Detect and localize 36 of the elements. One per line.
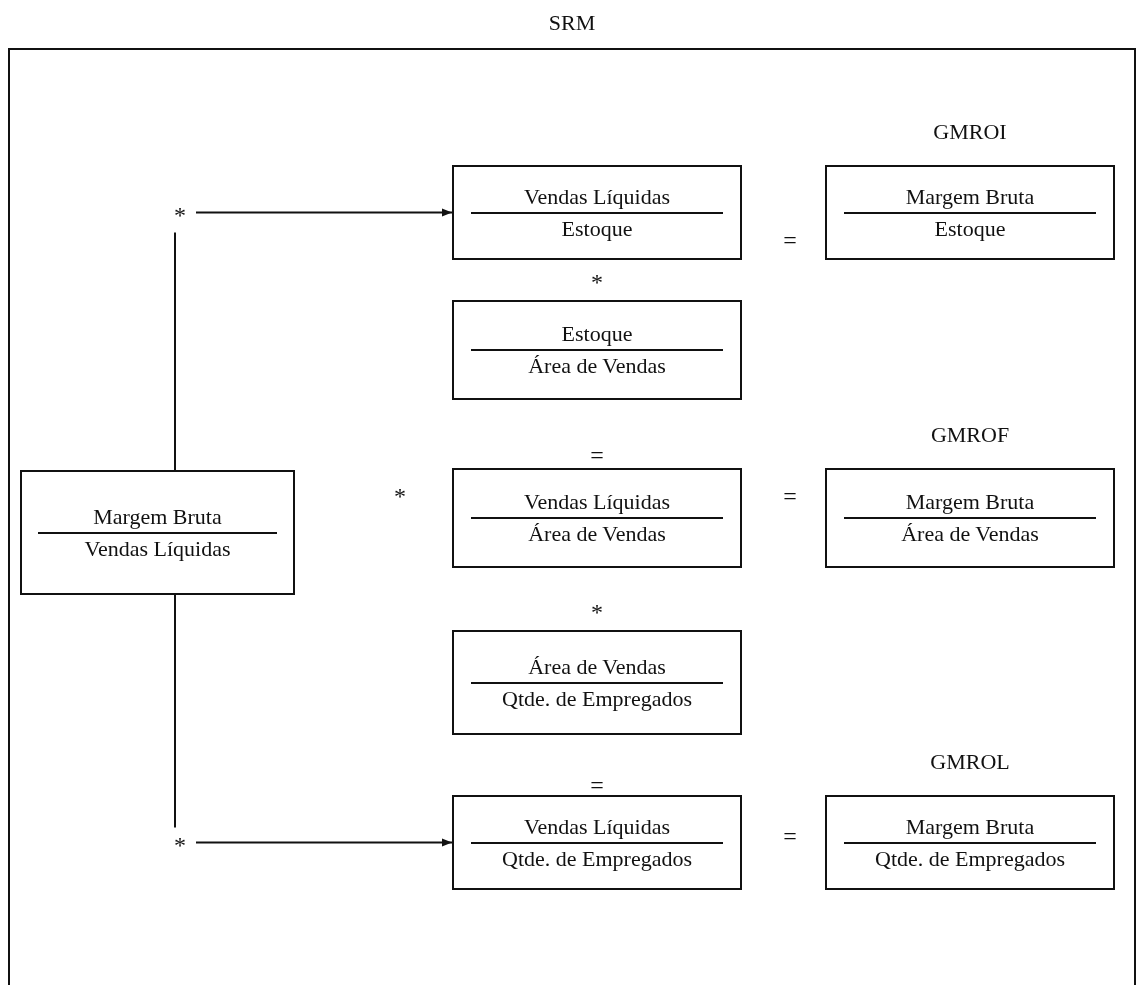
numerator: Margem Bruta <box>905 489 1035 515</box>
ratio-heading: GMROF <box>930 422 1010 447</box>
numerator: Estoque <box>561 321 633 347</box>
numerator: Vendas Líquidas <box>524 489 670 515</box>
denominator: Área de Vendas <box>901 521 1039 547</box>
operator-sign: = <box>590 771 604 799</box>
numerator: Vendas Líquidas <box>524 813 670 840</box>
ratio-box <box>452 165 742 260</box>
operator-sign: * <box>591 598 603 626</box>
frame-title: SRM <box>548 10 596 35</box>
ratio-box <box>452 795 742 890</box>
numerator: Margem Bruta <box>905 183 1035 210</box>
operator-sign: = <box>590 441 604 469</box>
ratio-box <box>452 300 742 400</box>
numerator: Vendas Líquidas <box>524 183 670 210</box>
denominator: Qtde. de Empregados <box>875 845 1065 872</box>
numerator: Margem Bruta <box>93 503 222 530</box>
numerator: Área de Vendas <box>528 653 666 680</box>
denominator: Área de Vendas <box>528 521 666 547</box>
operator-sign: = <box>783 226 797 254</box>
operator-sign: = <box>783 822 797 850</box>
ratio-heading: GMROL <box>930 749 1010 774</box>
denominator: Qtde. de Empregados <box>502 845 692 872</box>
numerator: Margem Bruta <box>905 813 1035 840</box>
operator-sign: * <box>591 268 603 296</box>
denominator: Estoque <box>934 215 1006 242</box>
denominator: Área de Vendas <box>528 353 666 379</box>
operator-sign: * <box>394 482 406 510</box>
ratio-heading: GMROI <box>933 119 1007 144</box>
operator-sign: = <box>783 482 797 510</box>
ratio-box <box>20 470 295 595</box>
denominator: Qtde. de Empregados <box>502 685 692 712</box>
ratio-box <box>452 468 742 568</box>
denominator: Vendas Líquidas <box>84 535 231 562</box>
denominator: Estoque <box>561 215 633 242</box>
ratio-box <box>452 630 742 735</box>
